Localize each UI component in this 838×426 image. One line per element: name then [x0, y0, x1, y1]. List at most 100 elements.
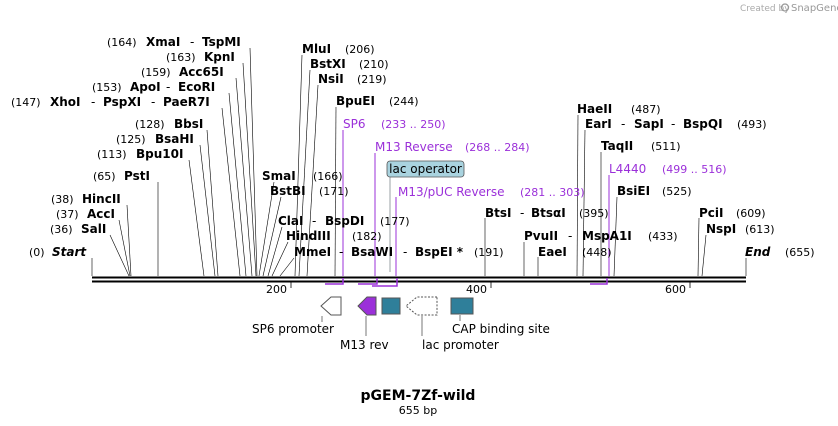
leader-bpuei: [334, 106, 337, 277]
enzyme-label-apoi: (153) ApoI - EcoRI: [92, 80, 215, 94]
primer-label-l4440: L4440 (499 .. 516): [609, 162, 727, 176]
enzyme-coord: (65): [93, 170, 116, 183]
start-label: (0) Start: [29, 245, 87, 259]
enzyme-coord: (487): [631, 103, 661, 116]
enzyme-separator: -: [312, 214, 316, 228]
leader-smai: [258, 181, 275, 277]
leader-xmai: [249, 47, 258, 277]
feature-name: M13 rev: [340, 338, 389, 352]
enzyme-name: XhoI: [50, 95, 81, 109]
credit: Created by SnapGene: [740, 3, 838, 14]
leader-bpu10i: [188, 159, 205, 277]
leader-eari: [582, 129, 586, 277]
enzyme-name: BstXI: [310, 57, 346, 71]
enzyme-name: EaeI: [538, 245, 567, 259]
enzyme-name: NspI: [706, 222, 736, 236]
snapgene-logo-icon: [780, 3, 790, 12]
enzyme-name: BtsαI: [531, 206, 566, 220]
primer-coord: (499 .. 516): [662, 163, 727, 176]
enzyme-coord: (37): [56, 208, 79, 221]
end-name: End: [745, 245, 771, 259]
leader-kpni: [242, 62, 257, 277]
enzyme-name: PvuII: [524, 229, 558, 243]
enzyme-separator: -: [339, 245, 343, 259]
enzyme-name: KpnI: [204, 50, 235, 64]
enzyme-coord: (147): [11, 96, 41, 109]
enzyme-name: TspMI: [202, 35, 241, 49]
leader-acc65i: [235, 77, 253, 277]
enzyme-label-nsii: NsiI (219): [318, 72, 387, 86]
leader-pcii: [697, 217, 700, 277]
enzyme-separator: -: [190, 35, 194, 49]
enzyme-label-bstxi: BstXI (210): [310, 57, 389, 71]
feature-sp6-promoter: SP6 promoter: [252, 296, 342, 336]
leader-xhoi: [221, 107, 241, 277]
feature-name: SP6 promoter: [252, 322, 334, 336]
feature-cap-binding-site: CAP binding site: [450, 297, 550, 336]
enzyme-label-xmai: (164) XmaI - TspMI: [107, 35, 241, 49]
leader-mlui: [294, 54, 303, 277]
enzyme-coord: (164): [107, 36, 137, 49]
enzyme-coord: (163): [166, 51, 196, 64]
lac-operator-feature-box: [381, 297, 401, 315]
enzyme-label-acci: (37) AccI: [56, 207, 115, 221]
enzyme-name: SmaI: [262, 169, 296, 183]
enzyme-name: HindIII: [286, 229, 331, 243]
primer-name: M13 Reverse: [375, 140, 453, 154]
enzyme-label-mlui: MluI (206): [302, 42, 375, 56]
enzyme-coord: (493): [737, 118, 767, 131]
enzyme-coord: (210): [359, 58, 389, 71]
enzyme-separator: -: [568, 229, 572, 243]
credit-prefix: Created by: [740, 4, 790, 14]
lac-promoter-arrow-icon: [405, 296, 438, 316]
enzyme-name: PspXI: [103, 95, 141, 109]
enzyme-label-pvuii: PvuII - MspA1I (433): [524, 229, 678, 243]
enzyme-coord: (182): [352, 230, 382, 243]
enzyme-label-bpuei: BpuEI (244): [336, 94, 419, 108]
backbone-top-strand: [92, 276, 746, 279]
cap-binding-site-box: [450, 297, 474, 315]
leader-sali: [109, 234, 130, 277]
enzyme-coord: (244): [389, 95, 419, 108]
primer-mark-sp6: [325, 278, 344, 285]
enzyme-label-hincii: (38) HincII: [51, 192, 121, 206]
enzyme-name: ClaI: [278, 214, 303, 228]
leader-apoi: [228, 92, 247, 277]
leader-hindiii: [271, 241, 289, 277]
enzyme-coord: (125): [116, 133, 146, 146]
plasmid-title: pGEM-7Zf-wild: [361, 388, 476, 404]
enzyme-label-pcii: PciI (609): [699, 206, 766, 220]
leader-mmei: [279, 257, 295, 277]
enzyme-coord: (433): [648, 230, 678, 243]
enzyme-name: ApoI: [130, 80, 161, 94]
ruler-label: 600: [665, 283, 686, 296]
enzyme-name: PaeR7I: [163, 95, 210, 109]
start-coord: (0): [29, 246, 45, 259]
enzyme-coord: (128): [135, 118, 165, 131]
feature-m13-rev: M13 rev: [340, 296, 389, 352]
enzyme-name: BstBI: [270, 184, 306, 198]
enzyme-label-sali: (36) SalI: [50, 222, 106, 236]
feature-label-lac-operator: lac operator: [386, 160, 465, 178]
enzyme-label-bsiei: BsiEI (525): [617, 184, 692, 198]
enzyme-name: HaeII: [577, 102, 612, 116]
feature-name: CAP binding site: [452, 322, 550, 336]
enzyme-label-kpni: (163) KpnI: [166, 50, 235, 64]
enzyme-name: Bpu10I: [136, 147, 183, 161]
enzyme-label-haeii: HaeII (487): [577, 102, 661, 116]
leader-bbsi: [206, 129, 219, 277]
enzyme-coord: (38): [51, 193, 74, 206]
enzyme-coord: (36): [50, 223, 73, 236]
enzyme-coord: (153): [92, 81, 122, 94]
primer-coord: (233 .. 250): [381, 118, 446, 131]
enzyme-name: BbsI: [174, 117, 203, 131]
enzyme-name: BspQI: [683, 117, 723, 131]
enzyme-label-clai: ClaI - BspDI (177): [278, 214, 410, 228]
enzyme-separator: -: [520, 206, 524, 220]
sp6-promoter-arrow-icon: [320, 296, 342, 316]
enzyme-label-acc65i: (159) Acc65I: [141, 65, 224, 79]
enzyme-name: BspEI *: [415, 245, 464, 259]
primer-name: SP6: [343, 117, 366, 131]
enzyme-label-bbsi: (128) BbsI: [135, 117, 203, 131]
enzyme-separator: -: [621, 117, 625, 131]
